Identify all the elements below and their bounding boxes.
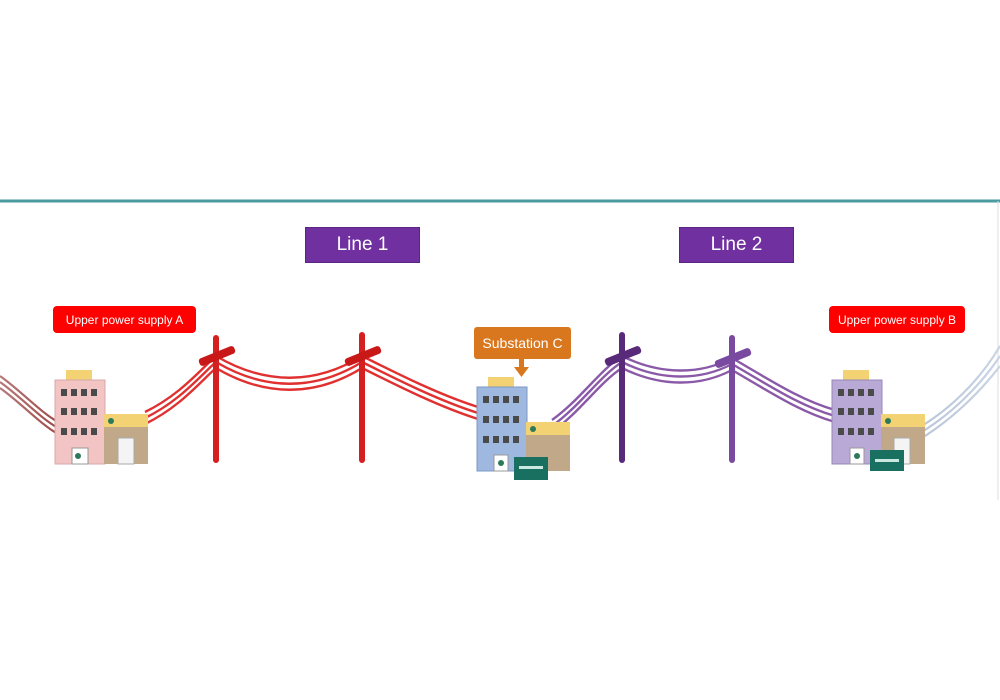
building-icon [476,377,570,480]
line1-label: Line 1 [305,227,420,263]
upper-power-supply-b-label: Upper power supply B [829,306,965,333]
building-icon [831,370,925,471]
utility-pole-icon [344,332,382,463]
outgoing-wires-right [914,345,1000,443]
utility-pole-icon [714,335,752,463]
upper-power-supply-a-label: Upper power supply A [53,306,196,333]
line1-wires [144,354,479,426]
utility-pole-icon [604,332,642,463]
utility-pole-icon [198,335,236,463]
line2-label: Line 2 [679,227,794,263]
arrow-down-icon [514,358,529,377]
building-icon [54,370,148,465]
line2-wires [551,354,836,433]
incoming-wires-left [0,375,59,435]
substation-c-label: Substation C [474,327,571,359]
